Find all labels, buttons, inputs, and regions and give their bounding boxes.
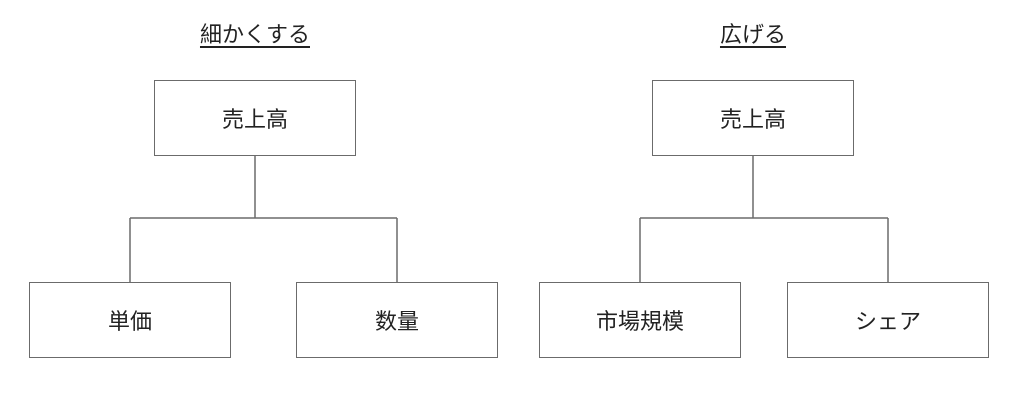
child-node: シェア bbox=[787, 282, 989, 358]
root-node: 売上高 bbox=[154, 80, 356, 156]
child-node: 数量 bbox=[296, 282, 498, 358]
diagram-title: 細かくする bbox=[199, 23, 310, 48]
root-node: 売上高 bbox=[652, 80, 854, 156]
child-node: 市場規模 bbox=[539, 282, 741, 358]
diagram-title: 広げる bbox=[719, 23, 786, 48]
child-node: 単価 bbox=[29, 282, 231, 358]
